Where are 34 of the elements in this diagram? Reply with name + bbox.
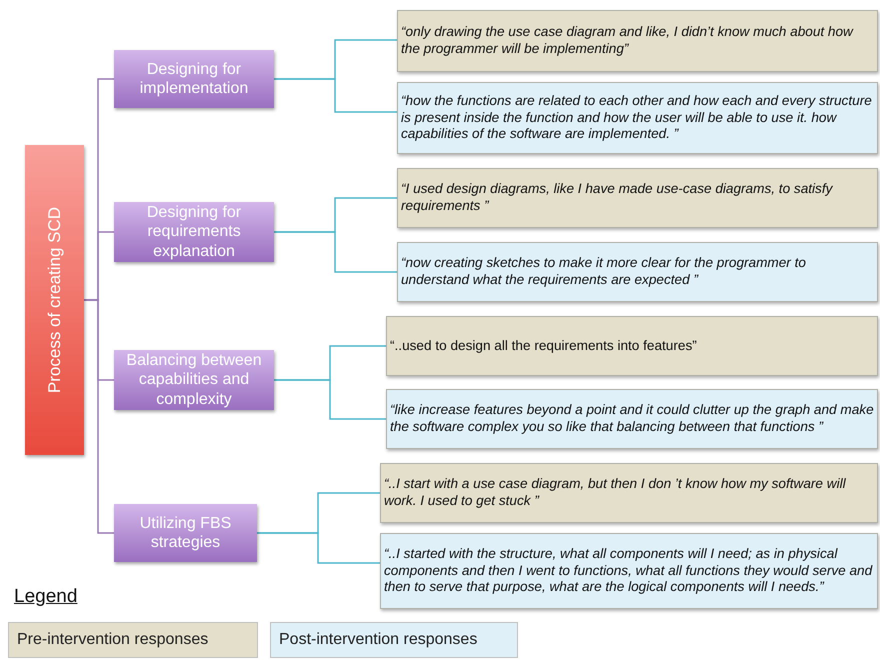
legend-text: Post-intervention responses bbox=[279, 631, 478, 649]
legend-text: Pre-intervention responses bbox=[17, 631, 208, 649]
category-label: Balancing between capabilities and complexity bbox=[125, 351, 263, 409]
root-box bbox=[25, 145, 84, 455]
quote-box bbox=[386, 316, 878, 376]
category-label: Process of creating SCD bbox=[44, 206, 64, 396]
quote-box bbox=[380, 533, 878, 609]
quote-box bbox=[397, 10, 878, 72]
category-label: Designing for requirements explanation bbox=[146, 203, 242, 261]
quote-box bbox=[397, 82, 878, 154]
category-label: Designing for implementation bbox=[138, 60, 250, 98]
category-box bbox=[114, 504, 257, 562]
category-box bbox=[114, 350, 274, 410]
category-label: Utilizing FBS strategies bbox=[138, 514, 232, 552]
category-box bbox=[114, 50, 274, 108]
quote-box bbox=[386, 389, 878, 449]
connector-line bbox=[84, 299, 114, 534]
quote-text: “I used design diagrams, like I have made use-case diagrams, to satisfy requirements ” bbox=[401, 181, 834, 215]
quote-text: “how the functions are related to each other and how each and every structure is present inside the function and how the user will be able to use it. how capabilities of the software are implemented. ” bbox=[401, 93, 873, 143]
quote-text: “..I start with a use case diagram, but then I don ’t know how my software will work. I used to get stuck ” bbox=[384, 476, 847, 510]
quote-text: “..used to design all the requirements into features” bbox=[390, 338, 697, 354]
quote-box bbox=[397, 242, 878, 302]
legend-heading: Legend bbox=[14, 586, 78, 608]
connector-line bbox=[274, 231, 397, 273]
quote-box bbox=[397, 168, 878, 228]
connector-line bbox=[257, 532, 380, 564]
quote-text: “..I started with the structure, what all components will I need; as in physical components and then I went to functions, what all functions they would serve and then to serve that purpose, what are the logical components will I needs.” bbox=[384, 546, 874, 596]
quote-text: “like increase features beyond a point and it could clutter up the graph and make the software complex you so like that balancing between that functions ” bbox=[390, 402, 874, 436]
quote-text: “now creating sketches to make it more clear for the programmer to understand what the requirements are expected ” bbox=[401, 255, 807, 289]
category-box bbox=[114, 202, 274, 262]
quote-box bbox=[380, 463, 878, 523]
connector-line bbox=[274, 379, 386, 420]
quote-text: “only drawing the use case diagram and like, I didn’t know much about how the programmer will be implementing” bbox=[401, 24, 854, 58]
connector-line bbox=[274, 78, 397, 113]
